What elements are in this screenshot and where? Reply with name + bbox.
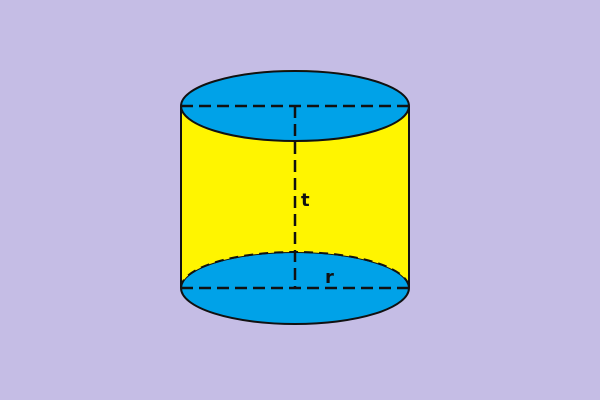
radius-label: r (325, 267, 334, 288)
height-label: t (301, 190, 310, 211)
